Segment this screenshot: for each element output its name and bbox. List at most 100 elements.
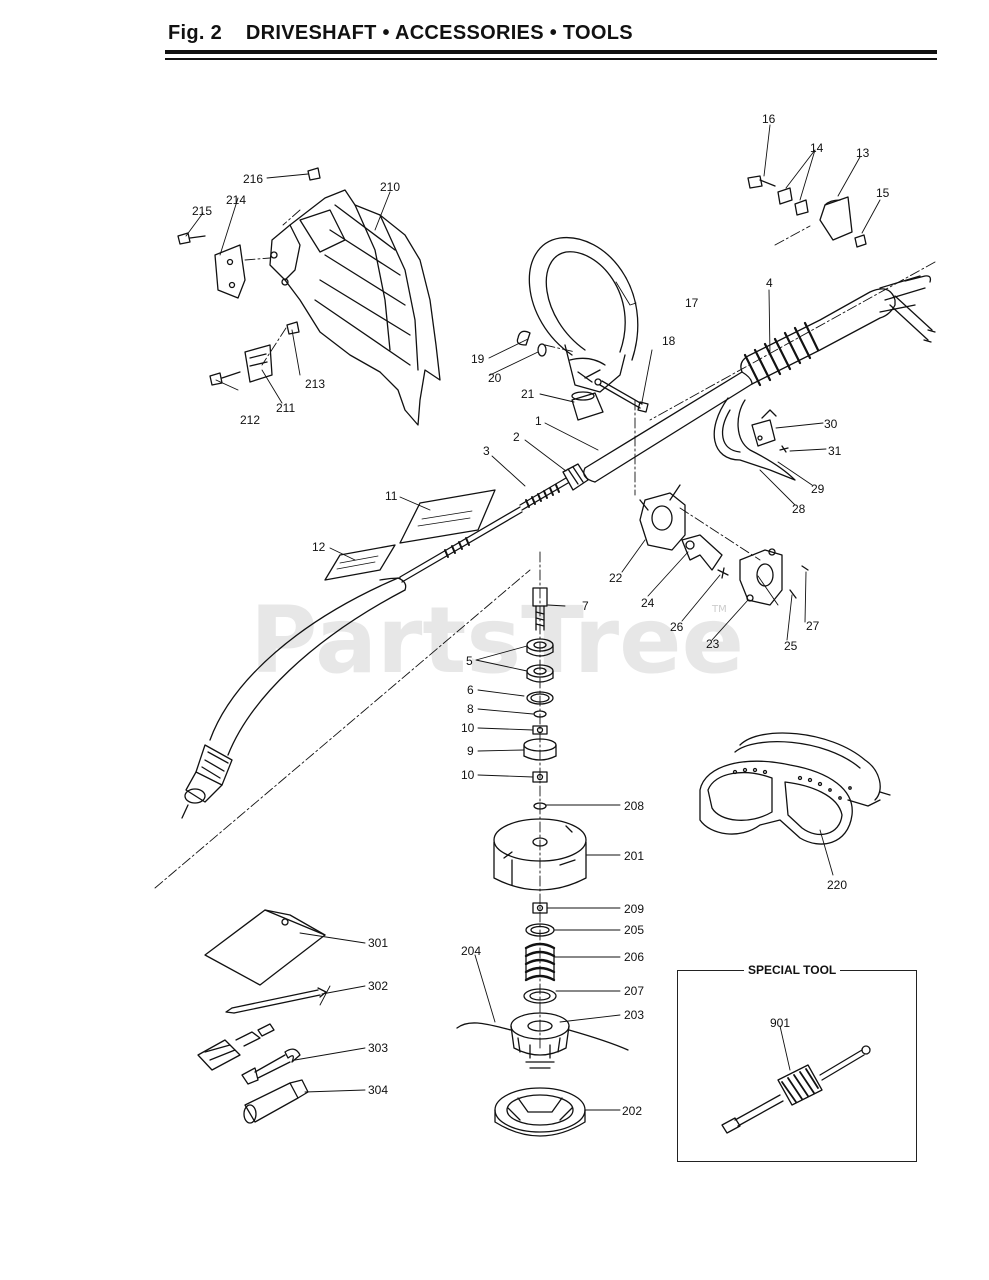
nut-209: [532, 902, 548, 914]
callout-6: 6: [467, 683, 474, 697]
callout-1: 1: [535, 414, 542, 428]
callout-11: 11: [385, 489, 398, 503]
callouts: 1 2 3 4 5 6 7 8 9 10 10 11 12 13 14 15 1…: [192, 112, 890, 1118]
watermark-tm: TM: [711, 604, 727, 615]
special-tool-901: [721, 1045, 871, 1134]
shield-nut-216: [307, 167, 321, 181]
figure-header: Fig. 2 DRIVESHAFT • ACCESSORIES • TOOLS: [168, 22, 651, 45]
flex-shaft-core: [399, 477, 569, 583]
callout-26: 26: [670, 620, 684, 634]
callout-901: 901: [770, 1016, 790, 1030]
callout-30: 30: [824, 417, 838, 431]
callout-207: 207: [624, 984, 644, 998]
callout-8: 8: [467, 702, 474, 716]
callout-10-lower: 10: [461, 768, 475, 782]
warning-label-11: [399, 489, 496, 544]
callout-210: 210: [380, 180, 400, 194]
housing-screws: [717, 565, 809, 599]
switch-screw: [779, 445, 789, 453]
switch-plates: [777, 187, 809, 216]
header-rule-thin: [165, 58, 937, 60]
shield-screw-212: [209, 371, 241, 386]
callout-4: 4: [766, 276, 773, 290]
coupling-nut: [562, 463, 589, 491]
callout-204: 204: [461, 944, 481, 958]
gearhead-fitting: [181, 744, 233, 819]
washer-8: [533, 710, 547, 718]
callout-302: 302: [368, 979, 388, 993]
wrench-303: [241, 1048, 301, 1085]
shield-nut-213: [286, 321, 300, 335]
callout-12: 12: [312, 540, 326, 554]
callout-202: 202: [622, 1104, 642, 1118]
spark-plug-wrench-302: [225, 987, 327, 1014]
snap-ring: [526, 691, 554, 705]
loop-spacer: [571, 391, 604, 421]
callout-208: 208: [624, 799, 644, 813]
callout-22: 22: [609, 571, 623, 585]
shield-clip: [244, 344, 273, 383]
callout-203: 203: [624, 1008, 644, 1022]
figure-number: Fig. 2: [168, 22, 223, 44]
switch-screw-16: [747, 175, 776, 189]
watermark: PartsTree: [250, 587, 744, 694]
handle-grip: [740, 275, 936, 387]
callout-212: 212: [240, 413, 260, 427]
spool-203: [510, 1012, 570, 1069]
callout-27: 27: [806, 619, 820, 633]
callout-25: 25: [784, 639, 798, 653]
switch-cover: [819, 196, 853, 241]
nut-10-upper: [532, 725, 548, 735]
callout-21: 21: [521, 387, 535, 401]
header-rule-thick: [165, 50, 937, 54]
callout-3: 3: [483, 444, 490, 458]
housing-left: [639, 484, 686, 551]
throttle-lever: [681, 534, 723, 571]
callout-16: 16: [762, 112, 776, 126]
callout-19: 19: [471, 352, 485, 366]
driveshaft-tube: [583, 371, 753, 483]
throttle-switch: [751, 409, 777, 447]
callout-15: 15: [876, 186, 890, 200]
callout-205: 205: [624, 923, 644, 937]
figure-title: DRIVESHAFT • ACCESSORIES • TOOLS: [245, 22, 633, 44]
socket-tool-304: [243, 1079, 309, 1124]
safety-goggles: [699, 732, 891, 845]
callout-23: 23: [706, 637, 720, 651]
trimmer-line-204: [456, 1022, 629, 1051]
callout-215: 215: [192, 204, 212, 218]
loop-washer: [537, 343, 547, 357]
callout-9: 9: [467, 744, 474, 758]
callout-304: 304: [368, 1083, 388, 1097]
washer-207: [523, 988, 557, 1004]
callout-303: 303: [368, 1041, 388, 1055]
callout-209: 209: [624, 902, 644, 916]
callout-29: 29: [811, 482, 825, 496]
loop-handle: [528, 237, 639, 393]
callout-206: 206: [624, 950, 644, 964]
leader-lines: [185, 124, 881, 1111]
callout-13: 13: [856, 146, 870, 160]
screwdriver: [197, 1023, 275, 1071]
callout-214: 214: [226, 193, 246, 207]
callout-213: 213: [305, 377, 325, 391]
spool-housing: [493, 818, 587, 891]
callout-31: 31: [828, 444, 842, 458]
outer-spool-202: [494, 1087, 586, 1137]
washer-208: [533, 802, 547, 810]
tool-bag-301: [204, 909, 326, 986]
shield-screw-215: [177, 232, 206, 245]
shield-bracket: [214, 244, 246, 299]
cup-9: [523, 738, 557, 761]
warning-label-12: [324, 544, 396, 581]
callout-216: 216: [243, 172, 263, 186]
throttle-trigger: [713, 397, 796, 481]
housing-right: [739, 548, 783, 606]
loop-bolt: [599, 380, 649, 413]
callout-220: 220: [827, 878, 847, 892]
callout-20: 20: [488, 371, 502, 385]
callout-7: 7: [582, 599, 589, 613]
gearbox-bolt: [532, 587, 548, 631]
switch-nut: [854, 234, 867, 248]
